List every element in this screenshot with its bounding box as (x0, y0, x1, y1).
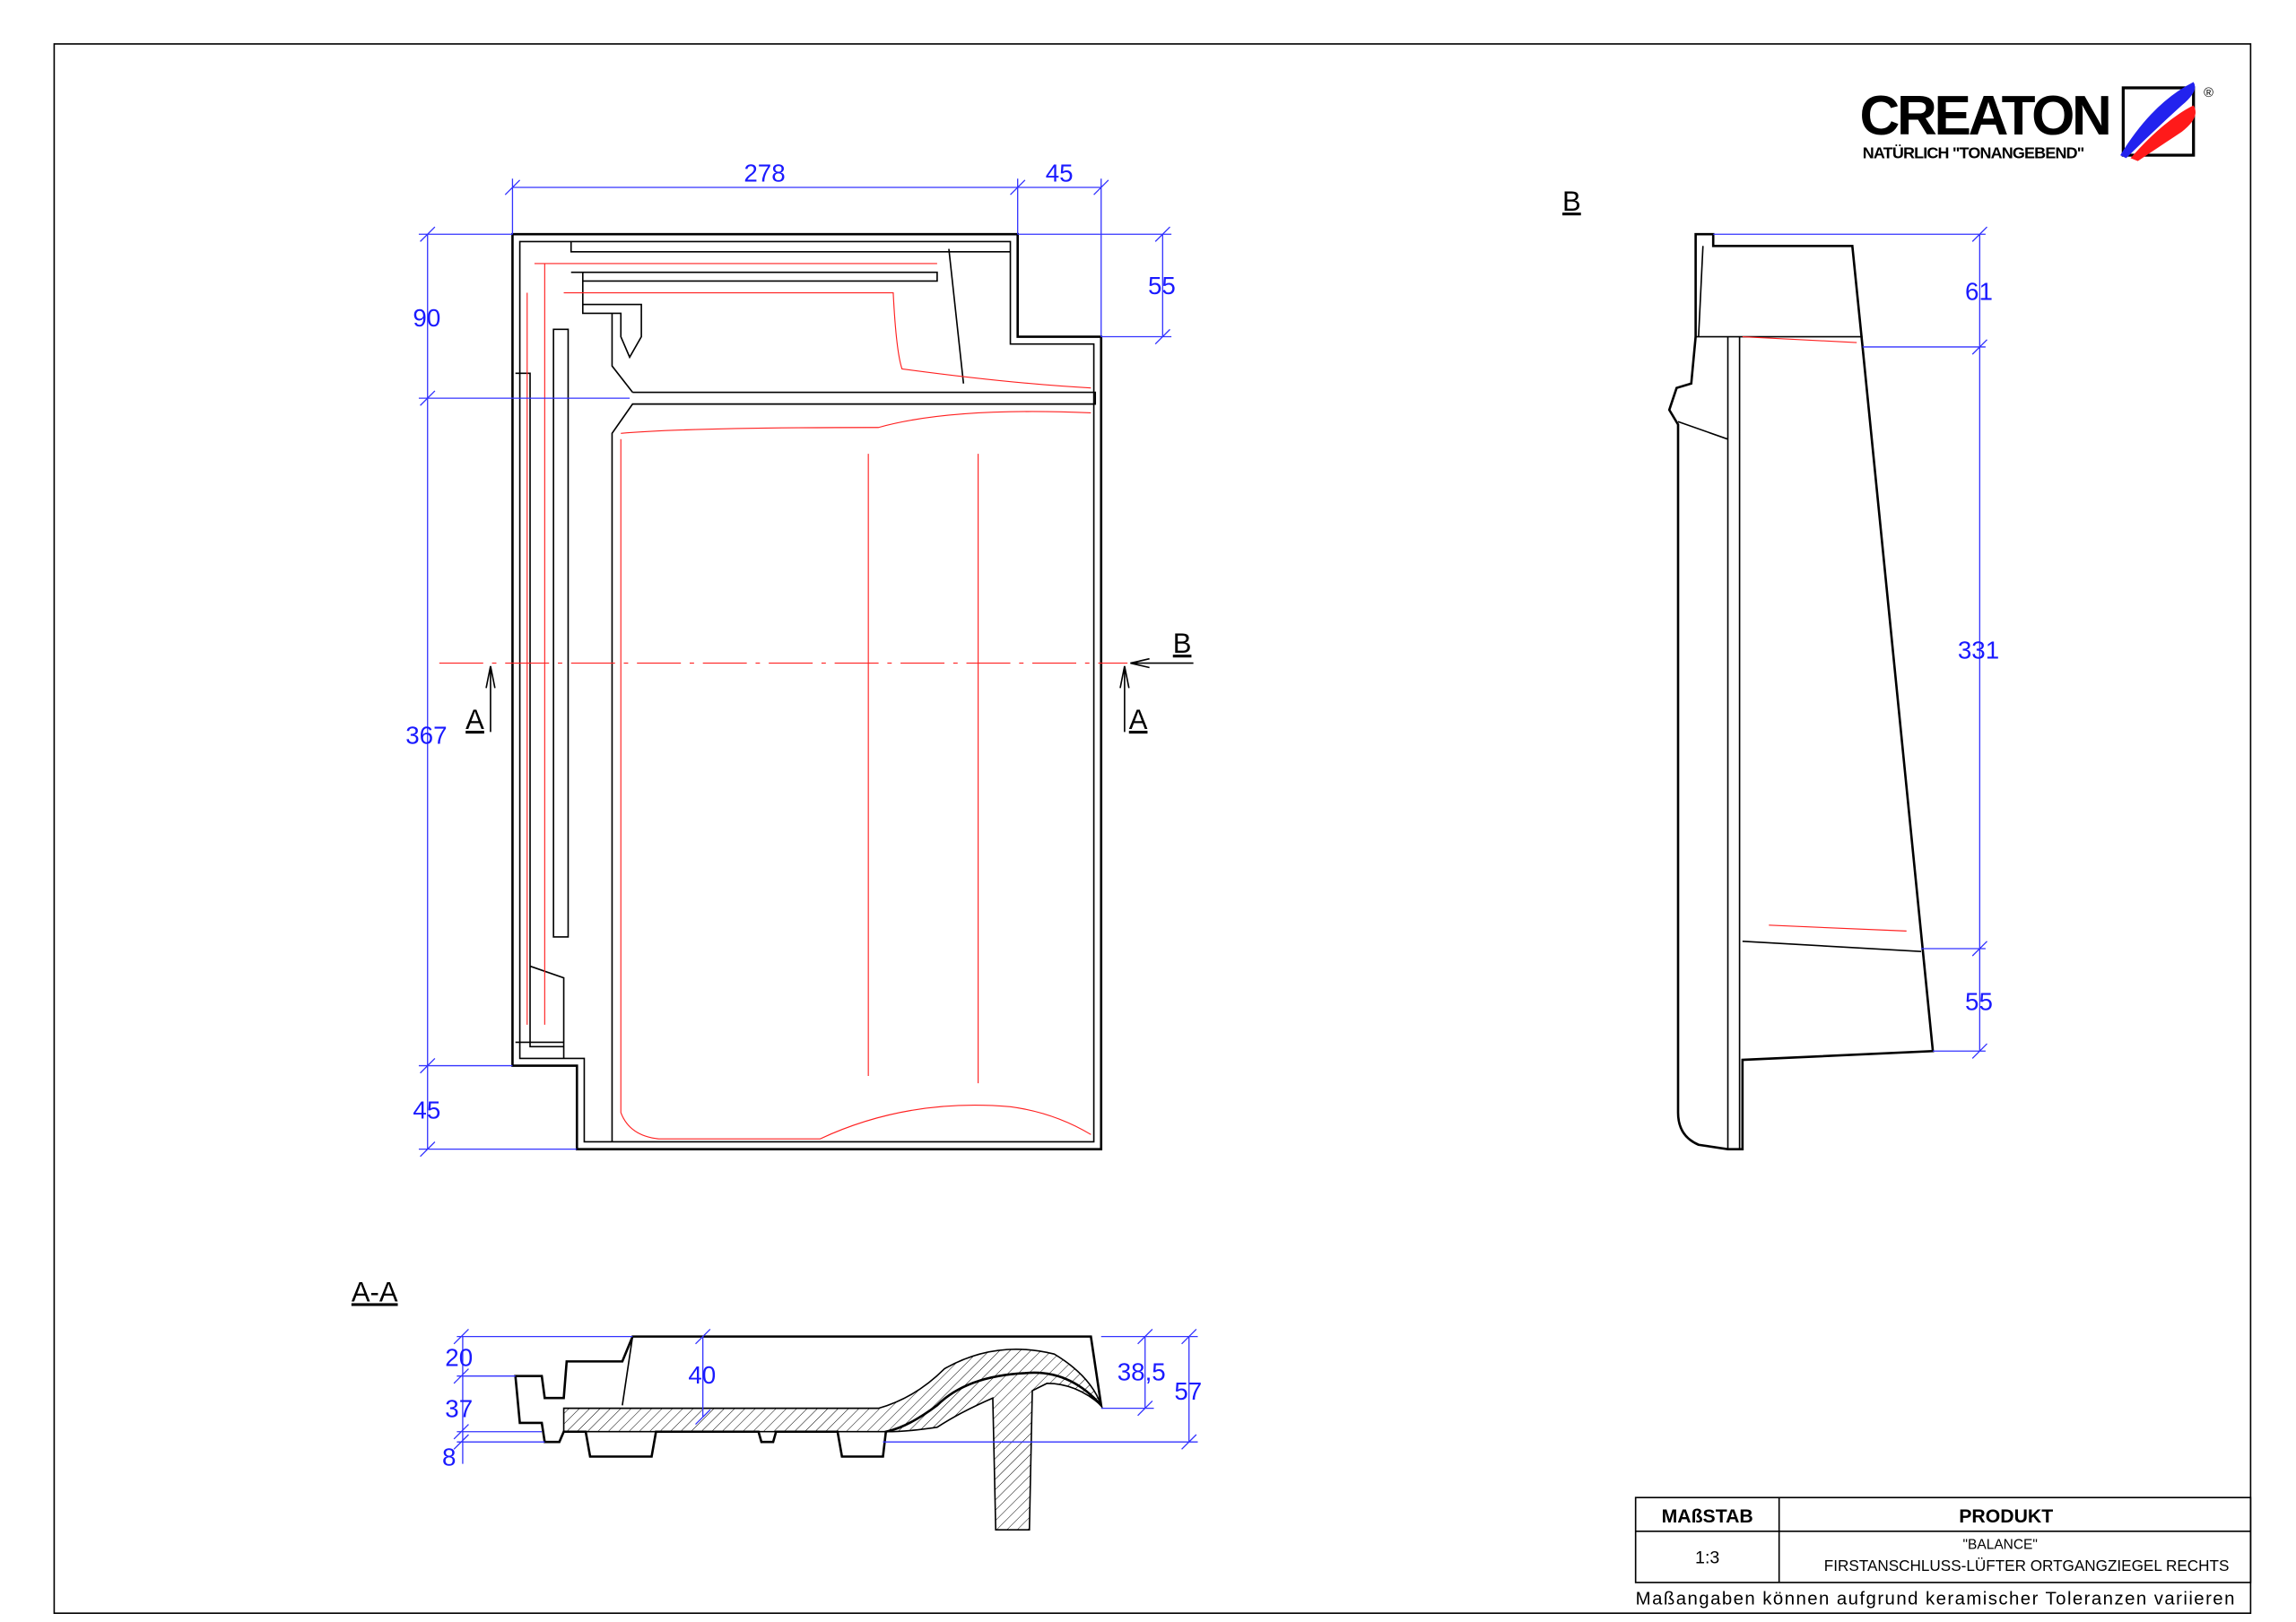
product-description: FIRSTANSCHLUSS-LÜFTER ORTGANGZIEGEL RECH… (1824, 1557, 2230, 1574)
dim-top-height: 90 (413, 304, 440, 332)
dim-width-main: 278 (744, 159, 785, 186)
dim-aa-57: 57 (1174, 1377, 1202, 1405)
dim-b-middle: 331 (1958, 637, 1999, 664)
plan-view: 278 45 55 90 367 45 A A B (405, 159, 1194, 1158)
dim-aa-37: 37 (445, 1394, 473, 1422)
svg-text:®: ® (2204, 86, 2213, 100)
section-aa: A-A 20 37 8 40 38,5 57 (352, 1276, 1202, 1531)
drawing-frame (53, 43, 2252, 1615)
logo-red-stroke-icon (2130, 105, 2196, 161)
logo-tagline: NATÜRLICH "TONANGEBEND" (1863, 143, 2084, 161)
scale-header: MAßSTAB (1662, 1506, 1753, 1527)
section-aa-label: A-A (352, 1276, 398, 1307)
view-b-label: B (1562, 186, 1581, 217)
section-marker-a-right: A (1129, 704, 1148, 735)
logo-blue-stroke-icon (2120, 82, 2196, 159)
creaton-logo: CREATON NATÜRLICH "TONANGEBEND" ® (1859, 82, 2213, 161)
side-view-b: B 61 331 55 (1562, 186, 1999, 1150)
logo-brand: CREATON (1859, 85, 2109, 147)
scale-value: 1:3 (1695, 1548, 1719, 1568)
dim-aa-8: 8 (442, 1443, 456, 1470)
dim-b-bottom: 55 (1965, 988, 1993, 1016)
product-header: PRODUKT (1959, 1506, 2053, 1527)
section-marker-b: B (1173, 628, 1192, 659)
title-block: MAßSTAB PRODUKT 1:3 "BALANCE" FIRSTANSCH… (1634, 1496, 2252, 1609)
dim-aa-40: 40 (688, 1361, 716, 1389)
product-name: "BALANCE" (1963, 1537, 2038, 1552)
section-marker-a-left: A (465, 704, 484, 735)
dim-aa-20: 20 (445, 1343, 473, 1371)
dim-b-top: 61 (1965, 278, 1993, 306)
dim-width-step: 45 (1046, 159, 1074, 186)
dim-bottom-step: 45 (413, 1096, 440, 1123)
dim-aa-38-5: 38,5 (1118, 1358, 1166, 1386)
dim-main-height: 367 (405, 721, 447, 749)
tolerance-disclaimer: Maßangaben können aufgrund keramischer T… (1636, 1589, 2235, 1609)
dim-step-height: 55 (1148, 272, 1176, 299)
